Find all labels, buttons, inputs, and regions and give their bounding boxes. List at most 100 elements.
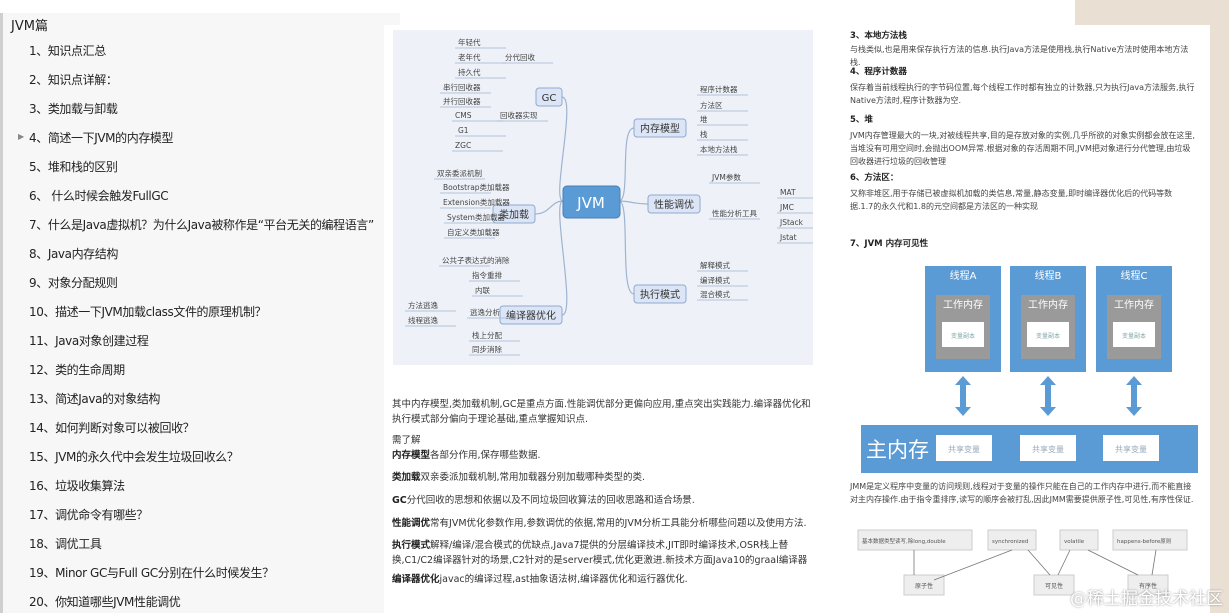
shared-variable-label: 共享变量 <box>948 444 980 454</box>
toc-item[interactable]: 8、Java内存结构 <box>29 247 118 261</box>
toc-item[interactable]: 20、你知道哪些JVM性能调优 <box>29 595 181 609</box>
mindmap-leaf-label: JStack <box>779 218 804 227</box>
variable-copy-label: 变量副本 <box>951 332 975 340</box>
watermark: @稀土掘金技术社区 <box>1070 589 1223 609</box>
mindmap-leaf-label: 回收器实现 <box>500 110 538 120</box>
intro-text: 其中内存模型,类加载机制,GC是重点方面.性能调优部分更偏向应用,重点突出实践能… <box>392 399 811 425</box>
double-arrow-icon <box>1040 376 1056 416</box>
point-text: javac的编译过程,ast抽象语法树,编译器优化和运行器优化. <box>439 574 688 585</box>
knowledge-point: 内存模型各部分作用,保存哪些数据. <box>392 448 812 463</box>
toc-item[interactable]: 19、Minor GC与Full GC分别在什么时候发生？ <box>29 566 274 580</box>
variable-copy-box <box>1113 322 1155 347</box>
mindmap-leaf-label: 栈 <box>700 129 708 139</box>
mindmap-center-label: JVM <box>576 194 605 212</box>
toc-item[interactable]: 4、简述一下JVM的内存模型 <box>29 131 174 145</box>
mindmap-leaf-label: MAT <box>780 188 796 197</box>
mindmap-connector <box>618 200 649 205</box>
mindmap-leaf-label: 堆 <box>700 114 708 124</box>
section-heading: 4、程序计数器 <box>850 67 907 77</box>
toc-item[interactable]: 10、描述一下JVM加载class文件的原理机制？ <box>29 305 267 319</box>
mindmap-leaf-label: JVM参数 <box>711 172 741 182</box>
mindmap-connector <box>559 96 568 202</box>
mindmap-branch-label: 内存模型 <box>640 122 680 135</box>
point-key: 类加载 <box>392 472 421 483</box>
point-key: 性能调优 <box>392 518 431 529</box>
mindmap-leaf-label: 分代回收 <box>505 52 535 62</box>
source-box <box>1059 529 1099 551</box>
toc-item[interactable]: 5、堆和栈的区别 <box>29 160 118 174</box>
mindmap-branch-node <box>633 284 687 304</box>
arrow-line <box>1087 549 1139 576</box>
point-text: 各部分作用,保存哪些数据. <box>430 450 541 461</box>
knowledge-point: 类加载双亲委派加载机制,常用加载器分别加载哪种类型的类. <box>392 470 812 485</box>
point-text: 常有JVM优化参数作用,参数调优的依据,常用的JVM分析工具能分析哪些问题以及使… <box>430 518 807 529</box>
point-key: 编译器优化 <box>392 574 440 585</box>
toc-item[interactable]: 6、 什么时候会触发FullGC <box>29 189 169 203</box>
mindmap-branch-label: 性能调优 <box>654 198 694 211</box>
toc-item[interactable]: 12、类的生命周期 <box>29 363 125 377</box>
section-heading: 7、JVM 内存可见性 <box>850 239 929 249</box>
mindmap-leaf-label: 栈上分配 <box>472 330 502 340</box>
mindmap-leaf-label: 本地方法栈 <box>700 144 738 154</box>
section-text: 又称非堆区,用于存储已被虚拟机加载的类信息,常量,静态变量,即时编译器优化后的代… <box>850 189 1173 211</box>
source-label: synchronized <box>992 539 1028 545</box>
section-heading: 3、本地方法栈 <box>850 31 907 41</box>
mindmap-branch-node <box>647 194 701 214</box>
toc-item[interactable]: 1、知识点汇总 <box>29 44 106 58</box>
point-text: 分代回收的思想和依据以及不同垃圾回收算法的回收思路和适合场景. <box>406 495 695 506</box>
toc-item[interactable]: 3、类加载与卸载 <box>29 102 118 116</box>
section-heading: 5、堆 <box>850 115 873 125</box>
source-label: happens-before原则 <box>1117 537 1171 545</box>
mindmap-branch-label: GC <box>542 93 557 104</box>
toc-item[interactable]: 14、如何判断对象可以被回收？ <box>29 421 195 435</box>
mindmap-branch-label: 执行模式 <box>640 288 680 301</box>
knowledge-point: 编译器优化javac的编译过程,ast抽象语法树,编译器优化和运行器优化. <box>392 572 812 587</box>
mindmap-branch-node <box>499 305 563 325</box>
property-label: 原子性 <box>915 582 933 590</box>
shared-variable-label: 共享变量 <box>1032 444 1064 454</box>
double-arrow-icon <box>955 376 971 416</box>
mindmap-leaf-label: 指令重排 <box>472 270 502 280</box>
mindmap-leaf-label: 内联 <box>475 285 490 295</box>
knowledge-point: GC分代回收的思想和依据以及不同垃圾回收算法的回收思路和适合场景. <box>392 493 812 508</box>
toc-item[interactable]: 17、调优命令有哪些？ <box>29 508 148 522</box>
mindmap-leaf-label: 双亲委派机制 <box>437 168 482 178</box>
mindmap-leaf-label: 公共子表达式的消除 <box>442 255 510 265</box>
double-arrow-icon <box>1126 376 1142 416</box>
mindmap-leaf-label: 并行回收器 <box>443 96 481 106</box>
mindmap-leaf-label: ZGC <box>455 141 471 150</box>
toc-item[interactable]: 13、简述Java的对象结构 <box>29 392 161 406</box>
section-text: 保存着当前线程执行的字节码位置,每个线程工作时都有独立的计数器,只为执行Java… <box>850 83 1195 105</box>
arrow-line <box>1151 549 1157 576</box>
property-box <box>1033 574 1075 596</box>
toc-item[interactable]: 11、Java对象创建过程 <box>29 334 149 348</box>
toc-item[interactable]: 16、垃圾收集算法 <box>29 479 125 493</box>
point-key: 执行模式 <box>392 540 431 551</box>
source-box <box>1112 529 1188 551</box>
toc-item[interactable]: 15、JVM的永久代中会发生垃圾回收么？ <box>29 450 239 464</box>
variable-copy-label: 变量副本 <box>1122 332 1146 340</box>
source-box <box>857 529 973 551</box>
toc-item[interactable]: 18、调优工具 <box>29 537 102 551</box>
source-label: 基本数据类型读写,除long,double <box>862 537 946 545</box>
mindmap-leaf-label: 持久代 <box>458 67 481 77</box>
thread-label: 线程C <box>1121 269 1148 282</box>
mindmap-leaf-label: Extension类加载器 <box>443 197 510 207</box>
toc-item[interactable]: 9、对象分配规则 <box>29 276 118 290</box>
mindmap-branch-node <box>633 118 687 138</box>
expand-arrow-icon[interactable]: ▶ <box>18 132 25 141</box>
knowledge-point: 执行模式解释/编译/混合模式的优缺点,Java7提供的分层编译技术,JIT即时编… <box>392 538 812 568</box>
mindmap-connector <box>534 200 564 215</box>
mindmap-leaf-label: 方法区 <box>700 100 723 110</box>
shared-variable-label: 共享变量 <box>1115 444 1147 454</box>
arrow-line <box>1057 549 1071 576</box>
document-right: 3、本地方法栈与栈类似,也是用来保存执行方法的信息.执行Java方法是使用栈,执… <box>838 25 1210 613</box>
toc-item[interactable]: 2、知识点详解： <box>29 73 118 87</box>
mindmap-leaf-label: G1 <box>458 126 469 135</box>
shared-variable-box <box>1103 435 1159 461</box>
toc-item[interactable]: 7、什么是Java虚拟机？为什么Java被称作是“平台无关的编程语言” <box>29 218 374 232</box>
mindmap-leaf-label: 性能分析工具 <box>712 208 757 218</box>
